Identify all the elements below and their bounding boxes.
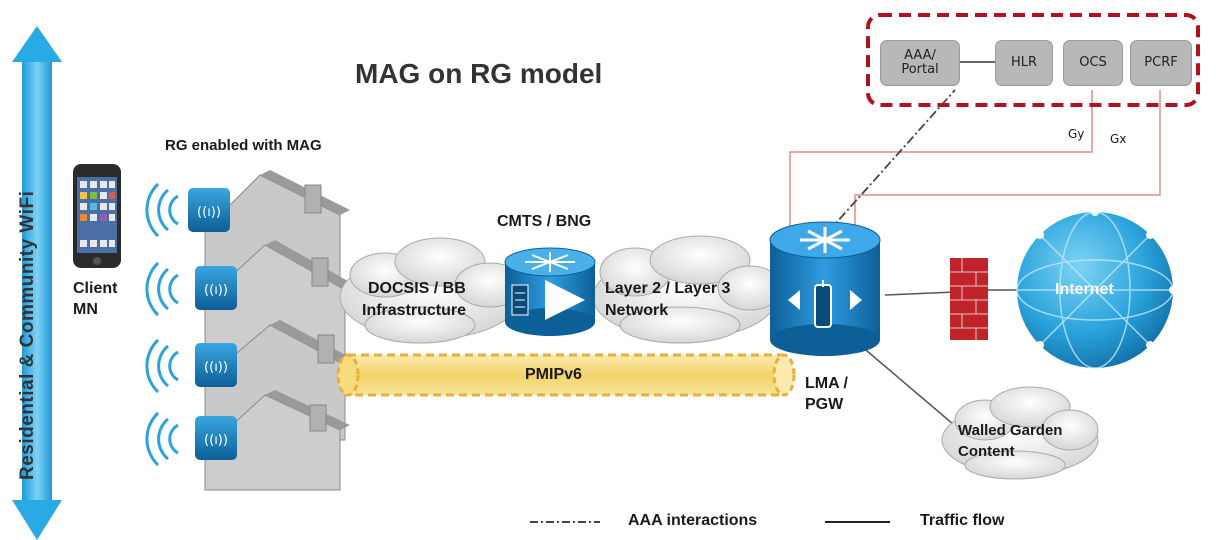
cloud-docsis-line2: Infrastructure [362, 302, 467, 319]
svg-text:((ı)): ((ı)) [204, 433, 228, 448]
houses-stack [204, 170, 355, 491]
cloud-docsis [339, 237, 526, 344]
internet-label: Internet [1055, 281, 1114, 298]
lma-pgw-router-icon [769, 221, 881, 356]
diagram-title: MAG on RG model [355, 58, 603, 89]
internet-globe-icon [1016, 208, 1177, 369]
access-point-4: ((ı)) [145, 411, 237, 467]
traffic-links [859, 289, 1020, 431]
pcrf-label: PCRF [1144, 55, 1178, 70]
access-point-1: ((ı)) [145, 182, 230, 238]
cloud-docsis-line1: DOCSIS / BB [368, 280, 466, 297]
smartphone-icon [73, 164, 121, 268]
legend-aaa-label: AAA interactions [628, 512, 758, 529]
lma-label-line2: PGW [805, 396, 844, 413]
walled-garden-line2: Content [958, 443, 1015, 460]
mn-label: MN [73, 301, 98, 318]
cloud-layer2-layer3 [592, 235, 783, 344]
house-4 [204, 390, 350, 491]
lma-label-line1: LMA / [805, 375, 848, 392]
walled-garden-line1: Walled Garden [958, 422, 1063, 439]
cloud-l2l3-line1: Layer 2 / Layer 3 [605, 280, 731, 297]
gy-label: Gy [1068, 127, 1085, 141]
access-point-3: ((ı)) [145, 338, 237, 394]
aaa-interaction-line [827, 89, 956, 233]
rg-label: RG enabled with MAG [165, 137, 322, 154]
tunnel-label: PMIPv6 [525, 366, 582, 383]
hlr-label: HLR [1010, 55, 1038, 70]
vertical-double-arrow [12, 26, 62, 540]
hlr-box: HLR [995, 40, 1053, 86]
aaa-box-line2: Portal [901, 62, 939, 77]
side-label: Residential & Community WiFi [17, 190, 38, 480]
cloud-l2l3-line2: Network [605, 302, 669, 319]
services-frame [866, 13, 1200, 107]
client-label: Client [73, 280, 118, 297]
cmts-router-icon [504, 247, 596, 336]
access-point-2: ((ı)) [145, 261, 237, 317]
svg-text:((ı)): ((ı)) [204, 283, 228, 298]
ocs-label: OCS [1079, 55, 1107, 70]
cmts-label: CMTS / BNG [497, 213, 592, 230]
cloud-walled-garden [941, 386, 1099, 480]
aaa-box-line1: AAA/ [904, 48, 936, 63]
gx-label: Gx [1110, 132, 1127, 146]
svg-text:((ı)): ((ı)) [204, 360, 228, 375]
pmipv6-tunnel [336, 353, 796, 397]
ocs-box: OCS [1063, 40, 1123, 86]
svg-text:((ı)): ((ı)) [197, 205, 221, 220]
legend-traffic-label: Traffic flow [920, 512, 1005, 529]
pcrf-box: PCRF [1130, 40, 1192, 86]
aaa-portal-box: AAA/ Portal [880, 40, 960, 86]
firewall-icon [950, 258, 988, 340]
